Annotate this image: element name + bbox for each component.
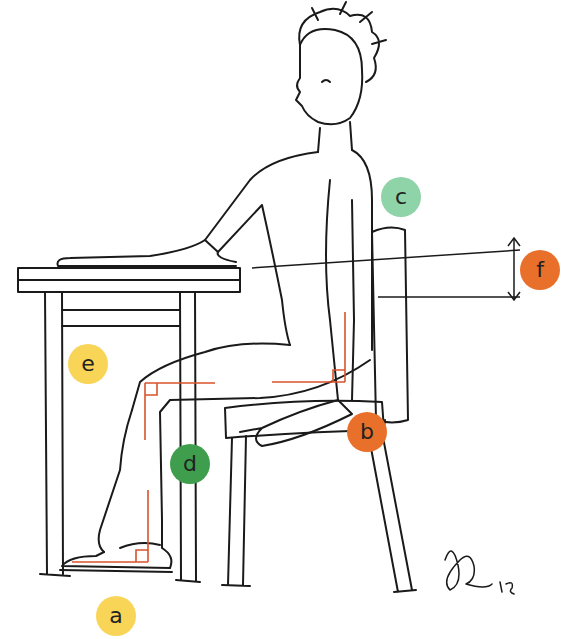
thigh-bottom <box>160 360 370 520</box>
desk-leg <box>176 292 200 582</box>
hanging-arm <box>326 180 354 400</box>
callout-letter: c <box>395 186 407 208</box>
desk <box>18 268 240 582</box>
callout-circle: e <box>68 344 108 384</box>
forearm <box>58 240 237 266</box>
hair <box>299 2 386 82</box>
shin <box>99 410 132 552</box>
callout-circle: d <box>170 444 210 484</box>
signature <box>445 551 514 594</box>
elbow <box>218 252 236 262</box>
callout-letter: f <box>536 259 544 281</box>
dimension-line <box>513 238 515 300</box>
extension-line <box>252 250 520 268</box>
neck <box>318 128 320 152</box>
callout-circle: b <box>347 412 387 452</box>
dimension-lines <box>252 238 520 300</box>
ankle-angle <box>72 490 148 562</box>
angle-guides <box>72 312 345 562</box>
desk-leg <box>40 292 70 576</box>
callout-circle: a <box>96 596 136 636</box>
chair <box>222 227 416 592</box>
knee-angle <box>145 383 215 440</box>
desk-apron <box>62 310 180 326</box>
callout-letter: a <box>109 605 122 627</box>
torso-front <box>205 152 318 345</box>
dimension-arrowheads <box>508 238 520 300</box>
desk-top <box>18 268 240 292</box>
neck <box>350 122 352 150</box>
hand <box>240 400 352 446</box>
chair-leg <box>368 432 416 592</box>
callout-letter: d <box>183 453 197 475</box>
shoe <box>60 543 172 572</box>
chair-leg <box>222 436 250 586</box>
hip-angle <box>272 312 345 382</box>
callout-circle: c <box>381 177 421 217</box>
person <box>58 2 387 572</box>
callout-circle: f <box>520 250 560 290</box>
eye <box>322 80 330 82</box>
chair-backrest <box>372 227 408 422</box>
head <box>296 29 362 124</box>
desk-edge <box>18 279 240 281</box>
extension-line <box>378 296 520 298</box>
callout-letter: b <box>360 421 374 443</box>
callout-letter: e <box>81 353 95 375</box>
